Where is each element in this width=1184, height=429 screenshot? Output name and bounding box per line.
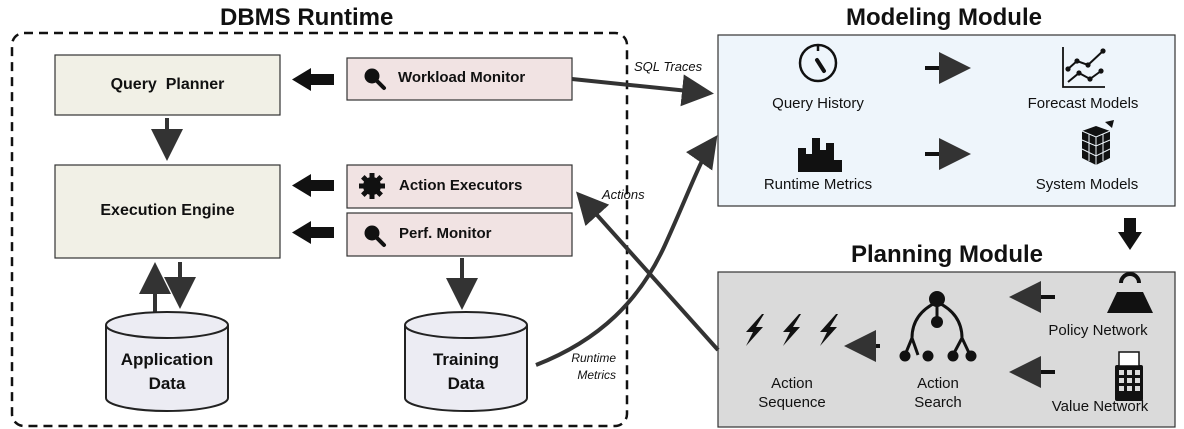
dbms-runtime-frame — [10, 31, 629, 428]
action-search-label: Action Search — [888, 374, 988, 412]
gear-icon — [359, 173, 385, 199]
action-search-line-1: Action — [917, 375, 959, 392]
workload-monitor-label: Workload Monitor — [398, 69, 526, 86]
query-history-label: Query History — [772, 95, 864, 112]
action-executors-label: Action Executors — [399, 177, 523, 194]
query-planner-box — [54, 54, 281, 116]
application-data-line-2: Data — [148, 374, 186, 393]
runtime-metrics-edge-line-2: Metrics — [577, 368, 616, 382]
runtime-metrics-edge-line-1: Runtime — [571, 351, 616, 365]
executors-to-engine-arrow — [292, 174, 334, 197]
action-search-line-2: Search — [914, 394, 962, 411]
value-network-label: Value Network — [1051, 398, 1149, 415]
action-sequence-line-1: Action — [771, 375, 813, 392]
workload-monitor-box — [346, 57, 573, 101]
policy-network-label: Policy Network — [1048, 322, 1148, 339]
tree-search-icon — [899, 291, 977, 362]
stopwatch-icon — [798, 43, 838, 83]
perf-monitor-label: Perf. Monitor — [399, 225, 492, 242]
planning-module-title: Planning Module — [851, 241, 1043, 268]
execution-engine-label: Execution Engine — [100, 202, 235, 219]
cube-icon — [1081, 120, 1114, 165]
runtime-metrics-edge-label: Runtime Metrics — [546, 350, 616, 384]
perf-monitor-box — [346, 212, 573, 257]
application-data-label: Application Data — [106, 348, 228, 396]
dbms-runtime-title: DBMS Runtime — [220, 4, 394, 31]
action-sequence-label: Action Sequence — [742, 374, 842, 412]
action-sequence-line-2: Sequence — [758, 394, 826, 411]
training-data-cylinder — [404, 311, 528, 412]
action-executors-box — [346, 164, 573, 209]
perf-to-engine-arrow — [292, 221, 334, 244]
query-planner-label: Query Planner — [110, 76, 225, 93]
monitor-to-planner-arrow — [292, 68, 334, 91]
actions-arrow — [575, 191, 720, 352]
sql-traces-edge-label: SQL Traces — [634, 59, 703, 74]
runtime-metrics-label: Runtime Metrics — [763, 176, 873, 193]
training-data-line-2: Data — [447, 374, 485, 393]
modeling-to-planning-arrow — [1118, 218, 1142, 250]
bar-chart-icon — [798, 138, 842, 172]
sql-traces-arrow — [571, 74, 714, 107]
runtime-metrics-arrow — [535, 135, 718, 367]
application-data-line-1: Application — [120, 350, 214, 369]
execution-engine-box — [54, 164, 281, 259]
planning-module-box — [717, 271, 1176, 428]
modeling-module-title: Modeling Module — [846, 4, 1042, 31]
training-data-line-1: Training — [432, 350, 500, 369]
actions-edge-label: Actions — [602, 187, 645, 202]
system-models-label: System Models — [1035, 176, 1139, 193]
weight-icon — [1107, 272, 1153, 313]
forecast-models-label: Forecast Models — [1027, 95, 1139, 112]
training-data-label: Training Data — [405, 348, 527, 396]
application-data-cylinder — [105, 311, 229, 412]
calculator-icon — [1115, 351, 1143, 401]
line-chart-icon — [1062, 47, 1106, 88]
